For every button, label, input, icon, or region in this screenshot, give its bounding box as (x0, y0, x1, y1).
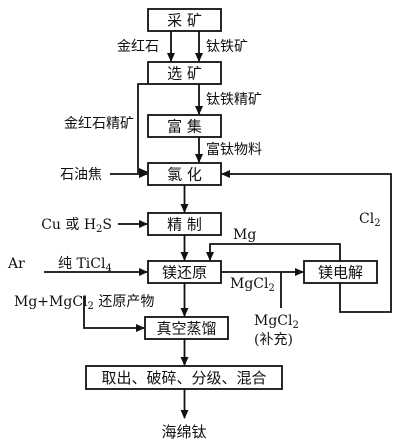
step-refining-label: 精 制 (167, 216, 202, 234)
step-processing: 取出、破碎、分级、混合 (85, 365, 283, 390)
step-electrolysis-label: 镁电解 (318, 264, 363, 282)
step-enrichment: 富 集 (147, 114, 222, 138)
arrow-rutile-concentrate-to-chlorination (137, 83, 148, 176)
label-mgcl2: MgCl2 (230, 276, 275, 294)
step-product-label: 海绵钛 (161, 423, 206, 441)
step-separation: 选 矿 (147, 61, 222, 85)
arrow-mg-recycle (206, 243, 341, 261)
label-argon: Ar (7, 256, 25, 272)
step-refining: 精 制 (147, 212, 222, 236)
step-product: 海绵钛 (161, 423, 206, 441)
step-vacuum-distillation: 真空蒸馏 (144, 316, 229, 340)
step-enrichment-label: 富 集 (167, 118, 202, 136)
flow-labels: 金红石 钛铁矿 金红石精矿 钛铁精矿 富钛物料 石油焦 Cu 或 H2S Mg … (7, 39, 381, 348)
label-rutile: 金红石 (117, 39, 159, 55)
step-reduction: 镁还原 (147, 260, 222, 284)
step-chlorination-label: 氯 化 (167, 166, 202, 184)
label-mgcl2-supplement: MgCl2 (254, 313, 299, 331)
label-rutile-concentrate: 金红石精矿 (64, 116, 134, 132)
label-mg: Mg (233, 227, 256, 243)
step-processing-label: 取出、破碎、分级、混合 (101, 369, 266, 387)
side-input-arrows (44, 170, 148, 332)
label-supplement: (补充) (254, 332, 293, 348)
label-cl2: Cl2 (359, 211, 381, 229)
label-ilmenite-concentrate: 钛铁精矿 (206, 92, 262, 108)
recycle-loop (206, 170, 392, 313)
arrow-cl2-recycle (221, 170, 392, 313)
step-reduction-label: 镁还原 (162, 264, 207, 282)
step-separation-label: 选 矿 (167, 65, 202, 83)
label-reduction-products: Mg+MgCl2 还原产物 (14, 294, 154, 312)
label-ti-rich-material: 富钛物料 (206, 141, 262, 158)
label-petroleum-coke: 石油焦 (60, 167, 102, 183)
step-vacuum-distillation-label: 真空蒸馏 (156, 320, 216, 338)
step-chlorination: 氯 化 (147, 162, 222, 186)
label-cu-or-h2s: Cu 或 H2S (41, 217, 112, 235)
arrow-reduction-products-loop (83, 296, 145, 332)
label-pure-ticl4: 纯 TiCl4 (58, 256, 112, 274)
step-mining: 采 矿 (147, 8, 222, 32)
step-mining-label: 采 矿 (167, 12, 202, 30)
step-electrolysis: 镁电解 (303, 260, 378, 284)
label-ilmenite: 钛铁矿 (206, 39, 248, 55)
